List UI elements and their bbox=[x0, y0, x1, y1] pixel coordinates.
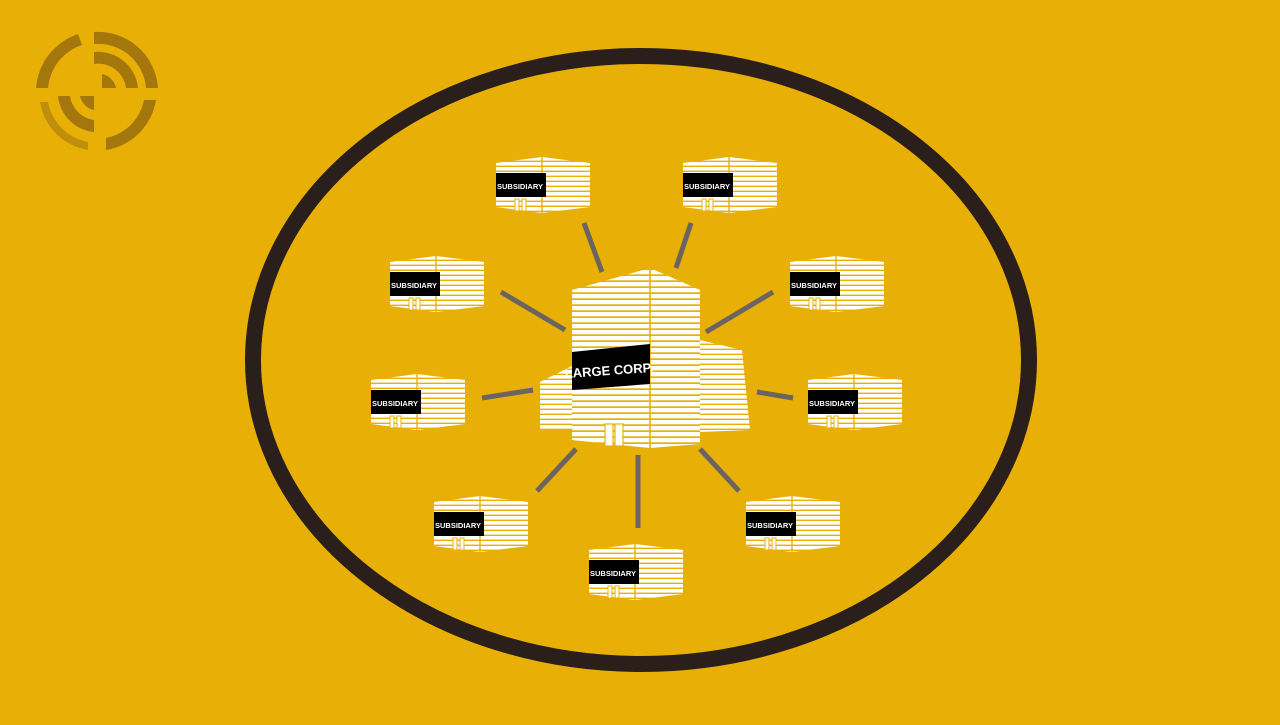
subsidiary-building: SUBSIDIARY bbox=[807, 374, 903, 430]
subsidiary-label: SUBSIDIARY bbox=[497, 182, 543, 191]
subsidiary-sign bbox=[683, 173, 733, 197]
subsidiary-label: SUBSIDIARY bbox=[791, 281, 837, 290]
subsidiary-group: SUBSIDIARY SUBSIDIARY SUBSIDIARY SUBSIDIARY… bbox=[370, 157, 903, 600]
subsidiary-sign bbox=[496, 173, 546, 197]
subsidiary-building: SUBSIDIARY bbox=[370, 374, 466, 430]
connector-line bbox=[481, 387, 534, 401]
connector-line bbox=[535, 447, 578, 493]
subsidiary-label: SUBSIDIARY bbox=[684, 182, 730, 191]
subsidiary-label: SUBSIDIARY bbox=[372, 399, 418, 408]
connector-line bbox=[698, 447, 741, 493]
subsidiary-building: SUBSIDIARY bbox=[495, 157, 591, 213]
subsidiary-building: SUBSIDIARY bbox=[389, 256, 485, 312]
connector-line bbox=[673, 222, 694, 269]
logo-target-icon bbox=[36, 31, 158, 150]
subsidiary-building: SUBSIDIARY bbox=[588, 544, 684, 600]
subsidiary-building: SUBSIDIARY bbox=[789, 256, 885, 312]
connector-line bbox=[756, 389, 794, 401]
subsidiary-label: SUBSIDIARY bbox=[391, 281, 437, 290]
large-corp-sign bbox=[572, 344, 650, 390]
subsidiary-label: SUBSIDIARY bbox=[747, 521, 793, 530]
large-corp-building: LARGE CORP. bbox=[540, 268, 750, 448]
subsidiary-sign bbox=[434, 512, 484, 536]
subsidiary-sign bbox=[371, 390, 421, 414]
subsidiary-building: SUBSIDIARY bbox=[433, 496, 529, 552]
subsidiary-sign bbox=[808, 390, 858, 414]
boundary-ring bbox=[245, 48, 1037, 672]
subsidiary-building: SUBSIDIARY bbox=[745, 496, 841, 552]
subsidiary-label: SUBSIDIARY bbox=[590, 569, 636, 578]
connector-lines bbox=[481, 222, 794, 528]
connector-line bbox=[581, 222, 605, 273]
subsidiary-sign bbox=[589, 560, 639, 584]
subsidiary-sign bbox=[746, 512, 796, 536]
subsidiary-label: SUBSIDIARY bbox=[809, 399, 855, 408]
subsidiary-label: SUBSIDIARY bbox=[435, 521, 481, 530]
subsidiary-building: SUBSIDIARY bbox=[682, 157, 778, 213]
connector-line bbox=[499, 289, 567, 333]
subsidiary-sign bbox=[790, 272, 840, 296]
subsidiary-sign bbox=[390, 272, 440, 296]
large-corp-label: LARGE CORP. bbox=[564, 360, 653, 381]
connector-line bbox=[704, 289, 775, 335]
